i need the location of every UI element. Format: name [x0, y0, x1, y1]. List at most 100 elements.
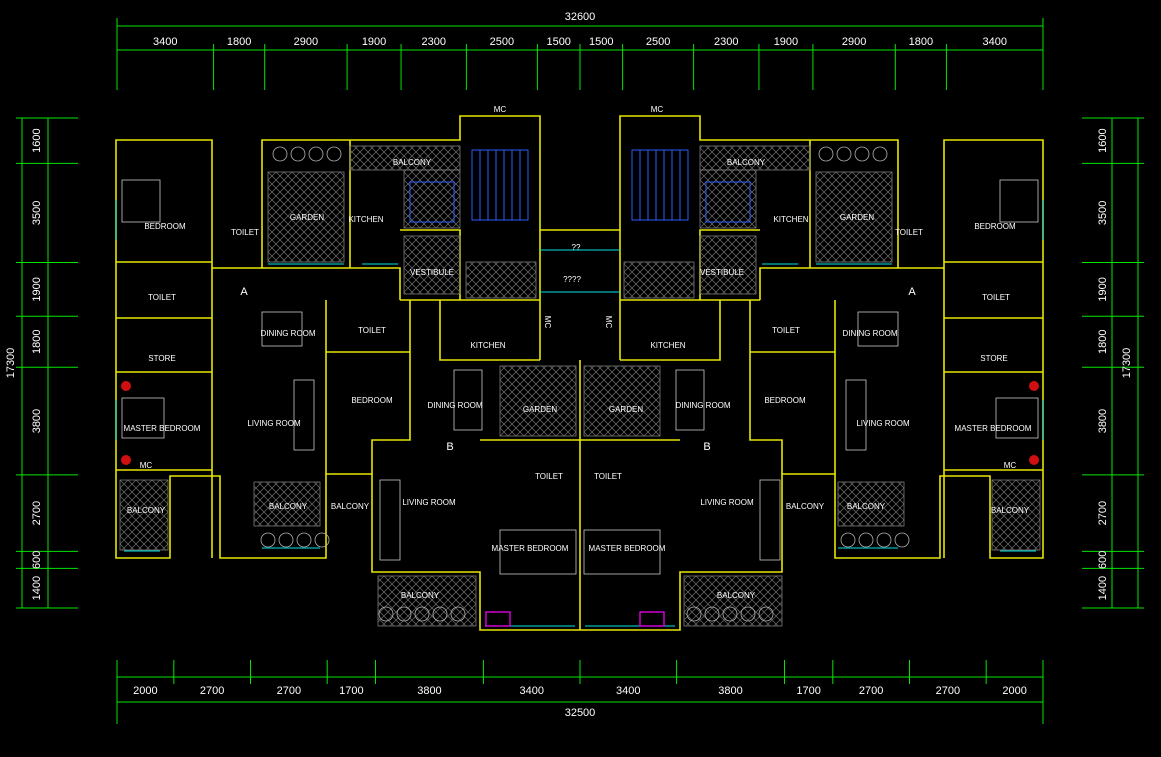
label-liv-r1: LIVING ROOM: [856, 419, 910, 428]
label-bal-l1: BALCONY: [393, 158, 432, 167]
planter-circle: [840, 532, 856, 548]
dim-bottom-total: 32500: [565, 707, 596, 719]
label-mbed-r1: MASTER BEDROOM: [955, 424, 1032, 433]
label-bal-r3: BALCONY: [847, 502, 886, 511]
dim-right-label: 2700: [1097, 501, 1109, 525]
planter-circle: [818, 146, 834, 162]
dim-top-label: 1900: [362, 36, 386, 48]
dim-left-total: 17300: [5, 348, 17, 379]
label-b-l: B: [446, 441, 453, 453]
dim-bottom-label: 3800: [718, 685, 742, 697]
dim-top-label: 1800: [227, 36, 251, 48]
planter-circle: [396, 606, 412, 622]
label-mc-tl: MC: [494, 105, 507, 114]
planter-circle: [260, 532, 276, 548]
planter-circle: [686, 606, 702, 622]
dim-top-label: 2900: [842, 36, 866, 48]
label-a-r: A: [908, 286, 916, 298]
dim-bottom-label: 3400: [616, 685, 640, 697]
label-bed-r: BEDROOM: [974, 222, 1016, 231]
planter-circle: [876, 532, 892, 548]
dim-left-label: 2700: [31, 501, 43, 525]
hatched-areas: [119, 145, 1041, 627]
dim-top-label: 3400: [982, 36, 1006, 48]
label-din-r2: DINING ROOM: [675, 401, 730, 410]
dim-top-label: 2500: [490, 36, 514, 48]
window-lines: [115, 200, 1044, 627]
label-bal-r4: BALCONY: [991, 506, 1030, 515]
dim-bottom-label: 3400: [519, 685, 543, 697]
label-toilet-l2: TOILET: [148, 293, 176, 302]
label-garden-l2: GARDEN: [523, 405, 557, 414]
label-bed-l: BEDROOM: [144, 222, 186, 231]
dim-bottom-label: 2700: [277, 685, 301, 697]
building-walls: [115, 115, 1044, 631]
label-liv-r2: LIVING ROOM: [700, 498, 754, 507]
label-q-center: ??: [572, 243, 581, 252]
label-mbed-r2: MASTER BEDROOM: [589, 544, 666, 553]
planter-circle: [894, 532, 910, 548]
dim-bottom-label: 2000: [1002, 685, 1026, 697]
label-toilet-r1: TOILET: [895, 228, 923, 237]
stair-cores: [409, 149, 751, 223]
dim-bottom-label: 2700: [859, 685, 883, 697]
label-liv-l2: LIVING ROOM: [402, 498, 456, 507]
label-kit-r: KITCHEN: [773, 215, 808, 224]
dim-top-label: 3400: [153, 36, 177, 48]
label-bal-l5: BALCONY: [401, 591, 440, 600]
label-bal-r2: BALCONY: [786, 502, 825, 511]
dim-top-label: 2900: [294, 36, 318, 48]
dim-top-label: 2300: [421, 36, 445, 48]
planter-circle: [432, 606, 448, 622]
dim-right-label: 1400: [1097, 576, 1109, 600]
dim-right-label: 1600: [1097, 128, 1109, 152]
dim-bottom-label: 1700: [339, 685, 363, 697]
label-b-r: B: [703, 441, 710, 453]
planters: [260, 146, 910, 622]
label-kit-r2: KITCHEN: [650, 341, 685, 350]
planter-circle: [308, 146, 324, 162]
label-bed-r2: BEDROOM: [764, 396, 806, 405]
label-din-l2: DINING ROOM: [427, 401, 482, 410]
label-vest-r: VESTIBULE: [700, 268, 744, 277]
label-mc-bl: MC: [140, 461, 153, 470]
dim-right-label: 3800: [1097, 409, 1109, 433]
dim-top-total: 32600: [565, 11, 596, 23]
furniture: [121, 179, 1039, 575]
planter-circle: [872, 146, 888, 162]
label-mc-br: MC: [1004, 461, 1017, 470]
planter-circle: [314, 532, 330, 548]
dim-left-label: 1900: [31, 277, 43, 301]
dim-left-label: 1400: [31, 576, 43, 600]
dim-top-label: 1900: [774, 36, 798, 48]
label-garden-r: GARDEN: [840, 213, 874, 222]
label-mc-c1: MC: [543, 316, 552, 329]
label-mbed-l2: MASTER BEDROOM: [492, 544, 569, 553]
planter-circle: [740, 606, 756, 622]
dim-left-label: 600: [31, 551, 43, 569]
planter-circle: [704, 606, 720, 622]
label-liv-l1: LIVING ROOM: [247, 419, 301, 428]
planter-circle: [378, 606, 394, 622]
label-toilet-l3: TOILET: [358, 326, 386, 335]
dim-right-label: 3500: [1097, 201, 1109, 225]
label-kit-l2: KITCHEN: [470, 341, 505, 350]
dim-top-label: 2500: [646, 36, 670, 48]
label-bal-l3: BALCONY: [269, 502, 308, 511]
label-bed-l2: BEDROOM: [351, 396, 393, 405]
planter-circle: [854, 146, 870, 162]
label-mc-tr: MC: [651, 105, 664, 114]
dim-left-label: 3800: [31, 409, 43, 433]
dim-bottom-label: 2700: [936, 685, 960, 697]
label-bal-l4: BALCONY: [331, 502, 370, 511]
label-toilet-r3: TOILET: [772, 326, 800, 335]
dim-top-label: 1500: [546, 36, 570, 48]
planter-circle: [758, 606, 774, 622]
dim-right-label: 1800: [1097, 330, 1109, 354]
label-vest-l: VESTIBULE: [410, 268, 454, 277]
